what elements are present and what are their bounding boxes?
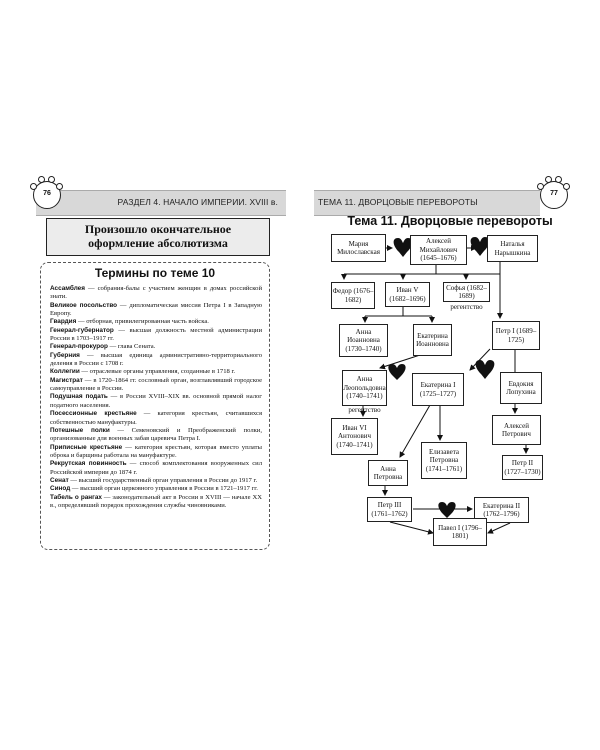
left-running-head: РАЗДЕЛ 4. НАЧАЛО ИМПЕРИИ. XVIII в.: [117, 197, 278, 207]
term-entry: Рекрутская повинность — способ комплекто…: [50, 460, 262, 477]
term-definition: — отраслевые органы управления, созданны…: [79, 368, 236, 376]
left-title-line2: оформление абсолютизма: [88, 236, 228, 250]
person-ivan-v: Иван V (1682–1696): [385, 282, 430, 307]
terms-box: [40, 262, 270, 550]
heart-icon: [388, 364, 406, 380]
paw-toe-icon: [30, 183, 37, 190]
heart-icon: [438, 502, 456, 518]
person-petr-iii: Петр III (1761–1762): [367, 497, 412, 522]
person-aleksey-petrovich: Алексей Петрович: [492, 415, 541, 445]
term-entry: Коллегии — отраслевые органы управления,…: [50, 368, 262, 376]
term-entry: Синод — высший орган церковного управлен…: [50, 485, 262, 493]
person-pavel-i: Павел I (1796–1801): [433, 518, 487, 546]
term-definition: — собрания-балы с участием женщин в дома…: [50, 285, 262, 301]
left-title-line1: Произошло окончательное: [84, 222, 232, 236]
term-word: Потешные полки: [50, 426, 110, 434]
term-entry: Приписные крестьяне — категория крестьян…: [50, 444, 262, 461]
term-definition: — высший орган церковного управления в Р…: [70, 485, 258, 493]
person-anna-ioannovna: Анна Иоанновна (1730–1740): [339, 324, 388, 357]
term-definition: — категория крестьян, считавшихся собств…: [50, 410, 262, 426]
person-natalya-naryshkina: Наталья Нарышкина: [487, 235, 538, 262]
term-word: Ассамблея: [50, 285, 85, 292]
left-page-number: 76: [43, 190, 51, 197]
term-word: Рекрутская повинность: [50, 460, 127, 468]
term-definition: — высшая должность местной администрации…: [50, 326, 262, 343]
term-entry: Ассамблея — собрания-балы с участием жен…: [50, 285, 262, 302]
person-petr-i: Петр I (1689–1725): [492, 321, 540, 350]
term-word: Губерния: [50, 351, 80, 359]
left-running-header: РАЗДЕЛ 4. НАЧАЛО ИМПЕРИИ. XVIII в.: [36, 190, 286, 216]
term-word: Подушная подать: [50, 393, 108, 401]
term-word: Приписные крестьяне: [50, 443, 123, 451]
person-anna-petrovna: Анна Петровна: [368, 460, 408, 486]
paw-toe-icon: [545, 176, 552, 183]
person-mariya-miloslavskaya: Мария Милославская: [331, 234, 386, 262]
term-definition: — способ комплектования вооруженных сил …: [50, 460, 262, 476]
term-word: Магистрат: [50, 376, 83, 384]
paw-toe-icon: [48, 176, 55, 183]
term-entry: Магистрат — в 1720–1864 гг. сословный ор…: [50, 377, 262, 394]
term-word: Коллегии: [50, 368, 80, 376]
term-entry: Сенат — высший государственный орган упр…: [50, 477, 262, 485]
heart-icon: [470, 237, 490, 256]
term-word: Табель о рангах: [50, 493, 102, 501]
term-word: Великое посольство: [50, 301, 118, 309]
right-page-number: 77: [550, 190, 558, 197]
heart-icon: [475, 360, 495, 379]
term-entry: Губерния — высшая единица административн…: [50, 352, 262, 369]
term-definition: — дипломатическая миссия Петра I в Запад…: [50, 301, 262, 318]
right-running-head: ТЕМА 11. ДВОРЦОВЫЕ ПЕРЕВОРОТЫ: [318, 197, 478, 207]
person-anna-leopoldovna: Анна Леопольдовна (1740–1741): [342, 370, 387, 406]
term-definition: — законодательный акт в России в XVIII —…: [50, 493, 262, 509]
person-ekaterina-ioannovna: Екатерина Иоанновна: [413, 324, 452, 356]
anna-leopoldovna-regency-note: регентство: [348, 406, 381, 414]
paw-toe-icon: [56, 183, 63, 190]
term-word: Генерал-прокурор: [50, 343, 108, 351]
term-word: Генерал-губернатор: [50, 326, 114, 334]
paw-toe-icon: [38, 176, 45, 183]
person-evdokiya-lopukhina: Евдокия Лопухина: [500, 372, 542, 404]
right-running-header: ТЕМА 11. ДВОРЦОВЫЕ ПЕРЕВОРОТЫ: [314, 190, 540, 216]
term-entry: Генерал-прокурор — глава Сената.: [50, 343, 262, 351]
term-entry: Потешные полки — Семеновский и Преображе…: [50, 427, 262, 444]
term-word: Посессионные крестьяне: [50, 410, 137, 418]
person-petr-ii: Петр II (1727–1730): [502, 455, 543, 480]
term-definition: — глава Сената.: [107, 343, 156, 351]
person-ekaterina-i: Екатерина I (1725–1727): [412, 373, 464, 406]
person-ivan-vi: Иван VI Антонович (1740–1741): [331, 418, 378, 455]
term-word: Сенат: [50, 476, 69, 484]
term-definition: — отборная, привилегированная часть войс…: [76, 318, 209, 326]
person-fedor: Федор (1676–1682): [331, 282, 375, 309]
terms-title: Термины по теме 10: [94, 266, 216, 280]
term-word: Синод: [50, 485, 71, 493]
term-definition: — категория крестьян, которая вместо упл…: [50, 443, 262, 459]
term-entry: Табель о рангах — законодательный акт в …: [50, 494, 262, 511]
term-entry: Генерал-губернатор — высшая должность ме…: [50, 327, 262, 344]
paw-toe-icon: [537, 183, 544, 190]
sofya-regency-note: регентство: [450, 303, 483, 311]
terms-list: Ассамблея — собрания-балы с участием жен…: [50, 285, 262, 510]
topic-title: Тема 11. Дворцовые перевороты: [347, 214, 553, 228]
term-definition: — высший государственный орган управлени…: [68, 476, 258, 484]
heart-icon: [393, 238, 413, 257]
term-definition: — в России XVIII–XIX вв. основной прямой…: [50, 393, 262, 409]
term-word: Гвардия: [50, 318, 77, 326]
term-definition: — Семеновский и Преображенский полки, ор…: [50, 426, 262, 443]
paw-toe-icon: [555, 176, 562, 183]
term-entry: Подушная подать — в России XVIII–XIX вв.…: [50, 393, 262, 410]
person-aleksey-mikhaylovich: Алексей Михайлович (1645–1676): [410, 235, 467, 265]
person-elizaveta-petrovna: Елизавета Петровна (1741–1761): [421, 442, 467, 479]
term-entry: Великое посольство — дипломатическая мис…: [50, 302, 262, 319]
term-entry: Гвардия — отборная, привилегированная ча…: [50, 318, 262, 326]
term-entry: Посессионные крестьяне — категория крест…: [50, 410, 262, 427]
left-page-title-box: Произошло окончательное оформление абсол…: [46, 218, 270, 256]
person-sofya: Софья (1682–1689): [443, 282, 490, 302]
term-definition: — высшая единица административно-террито…: [50, 351, 262, 368]
term-definition: — в 1720–1864 гг. сословный орган, возгл…: [50, 376, 262, 393]
paw-toe-icon: [563, 183, 570, 190]
